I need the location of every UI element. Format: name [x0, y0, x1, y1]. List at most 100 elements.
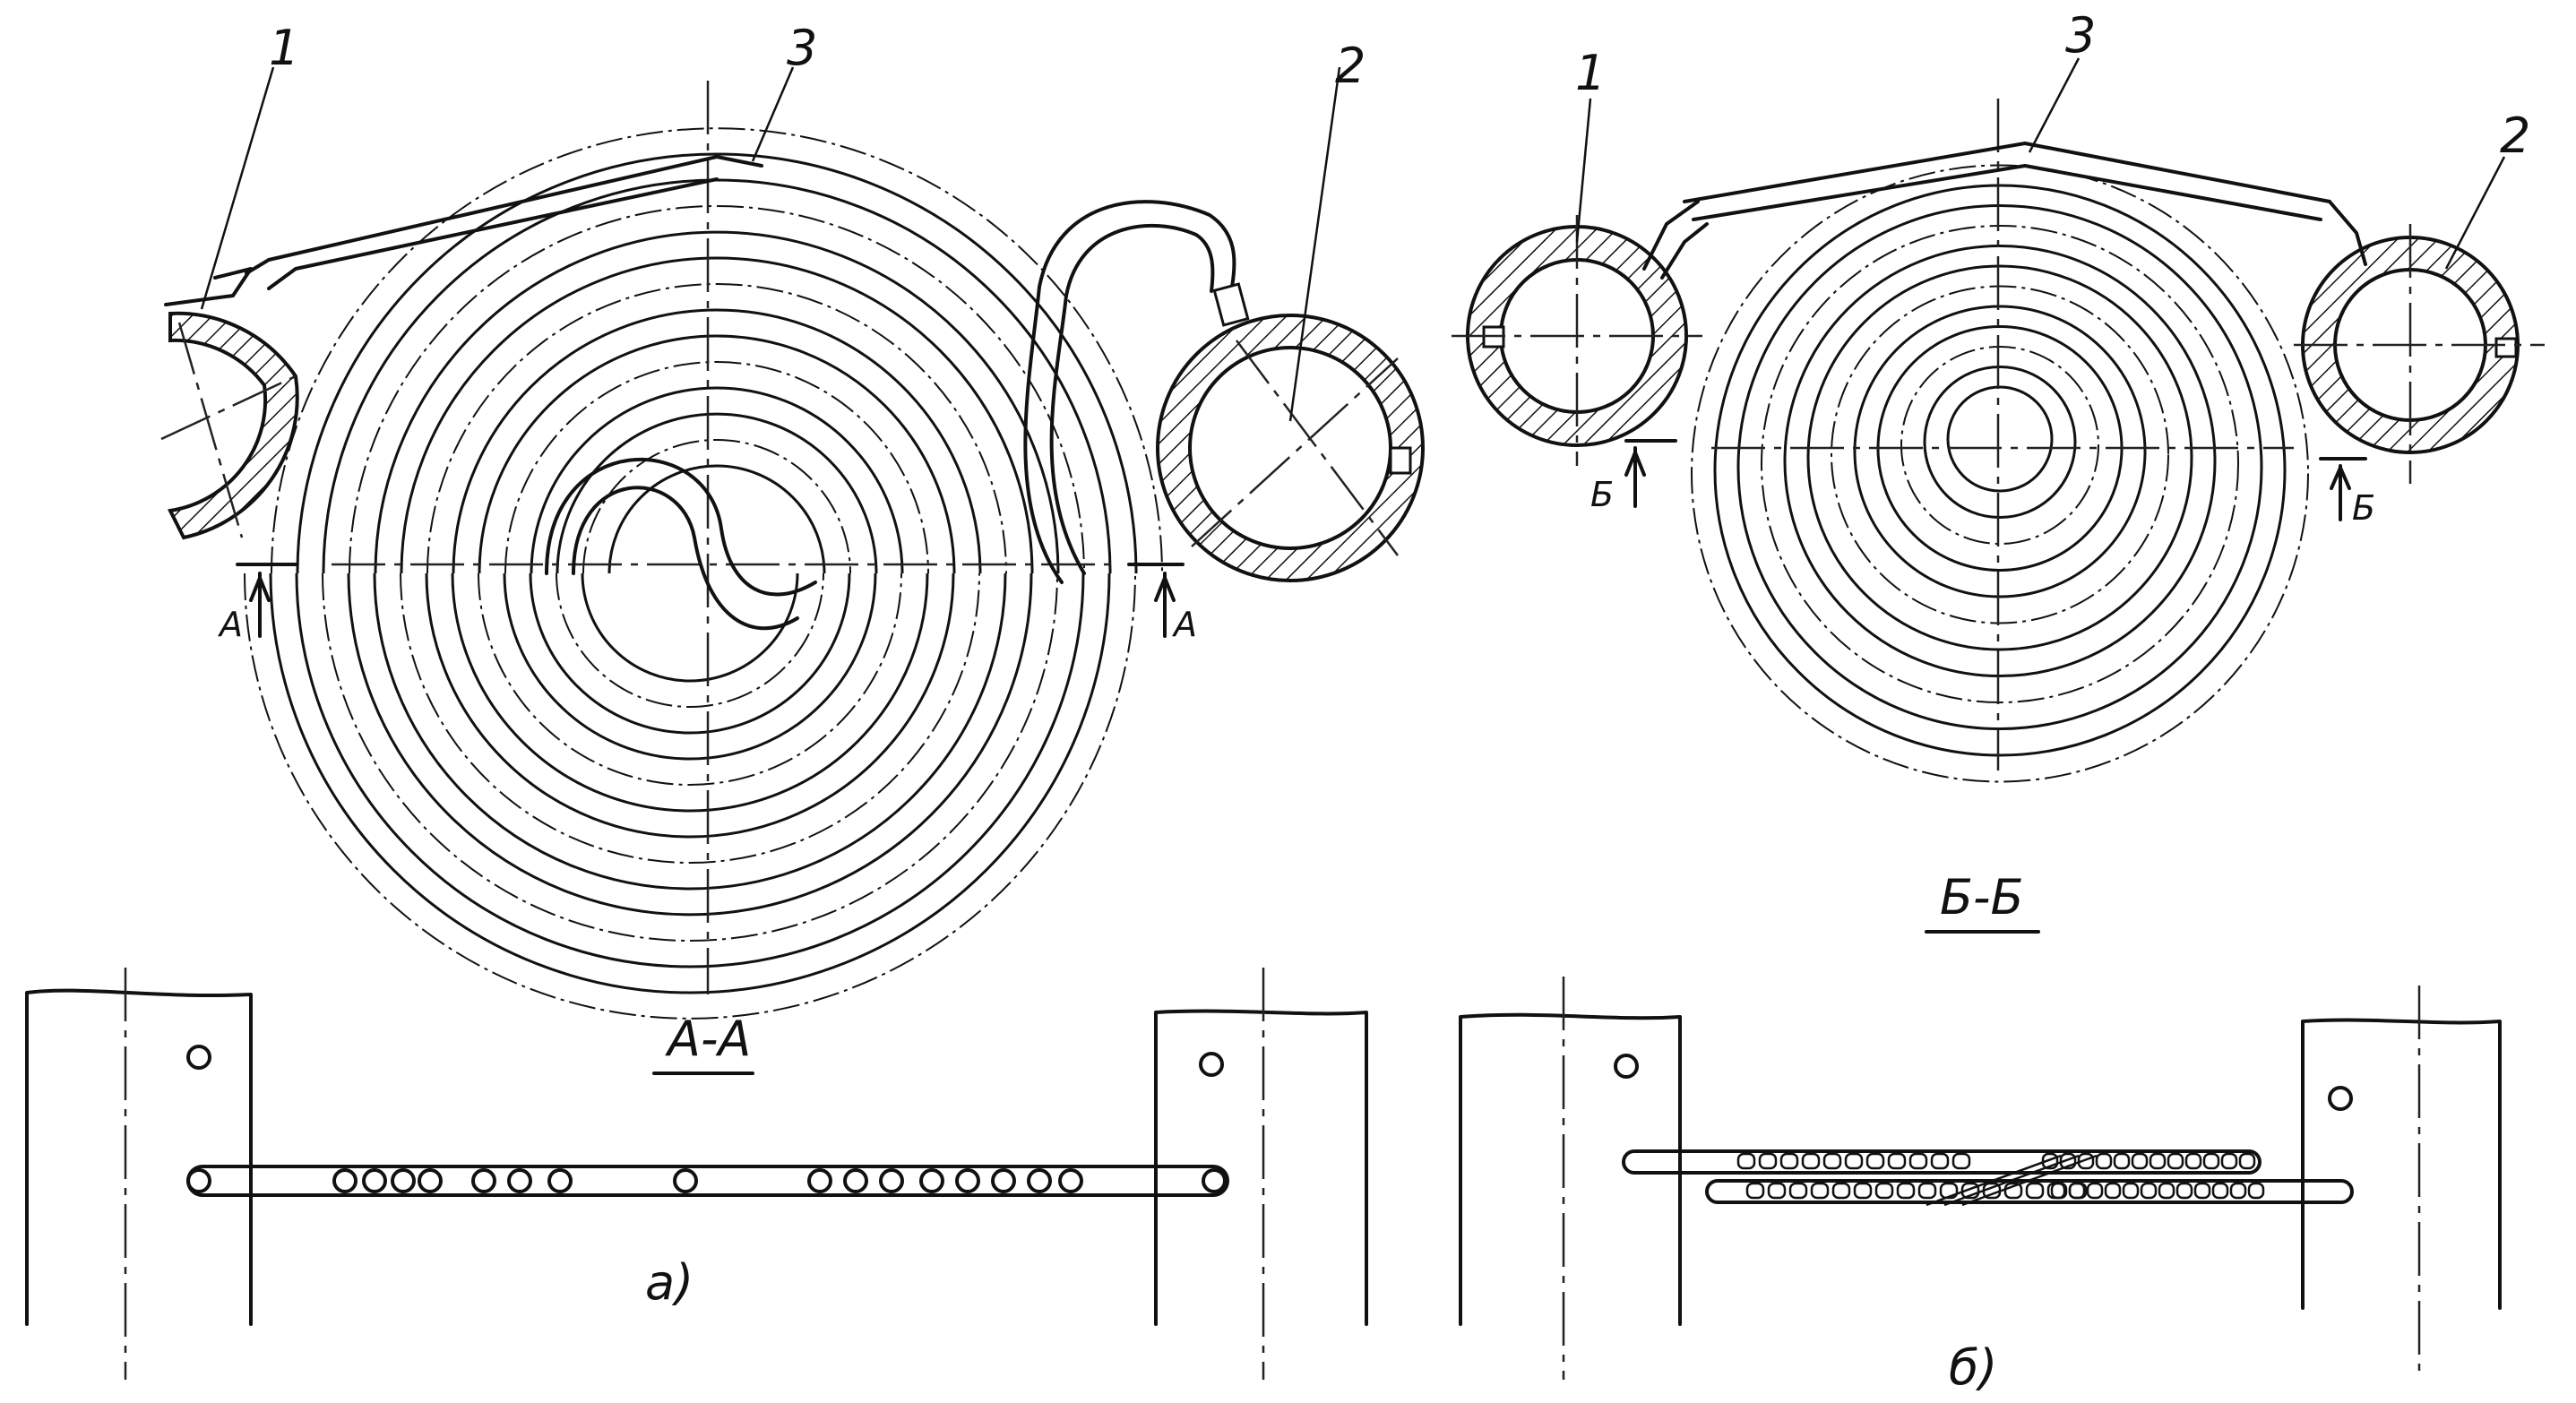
coil-ring-lower: [269, 572, 1111, 994]
coil-ring: [1713, 184, 2287, 757]
tube-section-lower: [1745, 1182, 1765, 1200]
header-1-a-edge: [164, 267, 253, 306]
tube-3-left-bend-inner: [1660, 222, 1709, 280]
header-2-a-axis2: [1236, 340, 1399, 556]
callout-2-a: 2: [1335, 38, 1366, 94]
coil-ring-lower: [529, 572, 851, 735]
section-view-b: б): [1459, 977, 2502, 1396]
section-title-bb: Б-Б: [1940, 869, 2024, 925]
tube-section-lower: [1939, 1182, 1959, 1200]
inner-s-bend: [572, 486, 799, 631]
tube-section: [991, 1168, 1016, 1193]
callout-a-right: А: [1171, 605, 1197, 644]
tube-section-dense-upper: [2220, 1152, 2238, 1170]
tube-section-lower: [2025, 1182, 2045, 1200]
tube-section-lower: [1917, 1182, 1937, 1200]
tube-section-lower: [2003, 1182, 2023, 1200]
header-1-a: [167, 311, 299, 540]
section-mark-a-right: [1127, 563, 1185, 638]
tube-outlet-loop-a-inner: [1049, 223, 1215, 575]
tube-3-top-b: [1683, 142, 2331, 203]
tube-section-upper: [1758, 1152, 1778, 1170]
callout-b-right: Б: [2352, 488, 2375, 528]
coil-assembly-a: 1 3 2 А А: [160, 20, 1425, 1020]
tube-section-dense-lower: [2229, 1182, 2247, 1200]
tube-section-dense-lower: [2158, 1182, 2175, 1200]
tube-section-upper: [1951, 1152, 1971, 1170]
coil-ring-upper: [530, 386, 904, 574]
tube-section-lower: [1896, 1182, 1916, 1200]
coil-ring-upper: [607, 464, 826, 574]
coil-ring: [1900, 346, 2099, 545]
header-2-a-nozzle: [1212, 282, 1250, 327]
coil-ring: [1691, 164, 2309, 783]
header-2-a-bore: [1188, 346, 1392, 550]
coil-ring-upper: [504, 361, 929, 574]
tube-section: [186, 1168, 211, 1193]
leader-3-b: [2028, 57, 2081, 153]
tube-section-dense-upper: [2167, 1152, 2184, 1170]
tube-section-upper: [1822, 1152, 1842, 1170]
plate-left-b: [1459, 1012, 1682, 1326]
tube-section-dense-upper: [2238, 1152, 2256, 1170]
tube-3-top-b-inner: [1692, 164, 2322, 221]
tube-section-lower: [1788, 1182, 1808, 1200]
coil-ring: [1783, 245, 2217, 677]
plate-right-a: [1154, 1009, 1368, 1326]
bolt-left-a: [186, 1045, 211, 1070]
tube-section: [418, 1168, 443, 1193]
leader-3-a: [751, 66, 795, 162]
tube-section-dense-upper: [2202, 1152, 2220, 1170]
bolt-left-b: [1614, 1054, 1639, 1079]
tube-section-dense-lower: [2193, 1182, 2211, 1200]
tube-section-lower: [1810, 1182, 1830, 1200]
tube-3-top-a-inner: [267, 177, 719, 290]
coil-ring-lower: [425, 572, 955, 839]
tube-section-upper: [1779, 1152, 1799, 1170]
coil-ring: [1923, 366, 2077, 519]
coil-ring-upper: [271, 127, 1163, 574]
coil-ring-lower: [451, 572, 929, 813]
coil-assembly-b: 1 3 2 Б Б Б-Б: [1452, 7, 2545, 934]
tube-section-dense-lower: [2050, 1182, 2068, 1200]
tube-section-dense-upper: [2095, 1152, 2113, 1170]
tube-section: [471, 1168, 496, 1193]
tube-section: [843, 1168, 868, 1193]
coil-ring: [1946, 385, 2054, 493]
tube-section-upper: [1736, 1152, 1756, 1170]
tube-section: [807, 1168, 832, 1193]
tube-section-dense-upper: [2184, 1152, 2202, 1170]
callout-a-left: А: [217, 605, 243, 644]
header-2-a-axis1: [1191, 357, 1399, 547]
tube-section-lower: [1960, 1182, 1980, 1200]
coil-ring-lower: [503, 572, 877, 761]
leader-2-a: [1288, 66, 1341, 422]
tube-3-top-a: [245, 155, 763, 275]
tube-section-dense-lower: [2086, 1182, 2104, 1200]
coil-ring-lower: [295, 572, 1085, 968]
view-label-a: а): [645, 1254, 694, 1311]
tube-section-upper: [1887, 1152, 1907, 1170]
tube-outlet-loop-a: [1023, 200, 1236, 584]
tube-section: [332, 1168, 358, 1193]
tube-section-dense-lower: [2122, 1182, 2140, 1200]
callout-3-a: 3: [787, 20, 817, 76]
callout-1-a: 1: [269, 20, 299, 76]
section-title-aa: А-А: [665, 1011, 751, 1067]
bolt-right-b: [2328, 1086, 2353, 1111]
inner-s-bend-outer: [545, 457, 817, 597]
tube-section-upper: [1844, 1152, 1864, 1170]
callout-1-b: 1: [1575, 45, 1606, 101]
tube-section: [362, 1168, 387, 1193]
tube-section-lower: [1831, 1182, 1851, 1200]
tube-section-dense-upper: [2059, 1152, 2077, 1170]
plate-right-b: [2301, 1018, 2502, 1310]
tube-section-upper: [1865, 1152, 1885, 1170]
tube-section-dense-lower: [2068, 1182, 2086, 1200]
tube-section: [547, 1168, 573, 1193]
tube-section-upper: [1908, 1152, 1928, 1170]
coil-ring-upper: [296, 152, 1138, 574]
coil-ring-lower: [322, 572, 1058, 942]
tube-section-lower: [2046, 1182, 2066, 1200]
coil-ring-lower: [478, 572, 902, 786]
